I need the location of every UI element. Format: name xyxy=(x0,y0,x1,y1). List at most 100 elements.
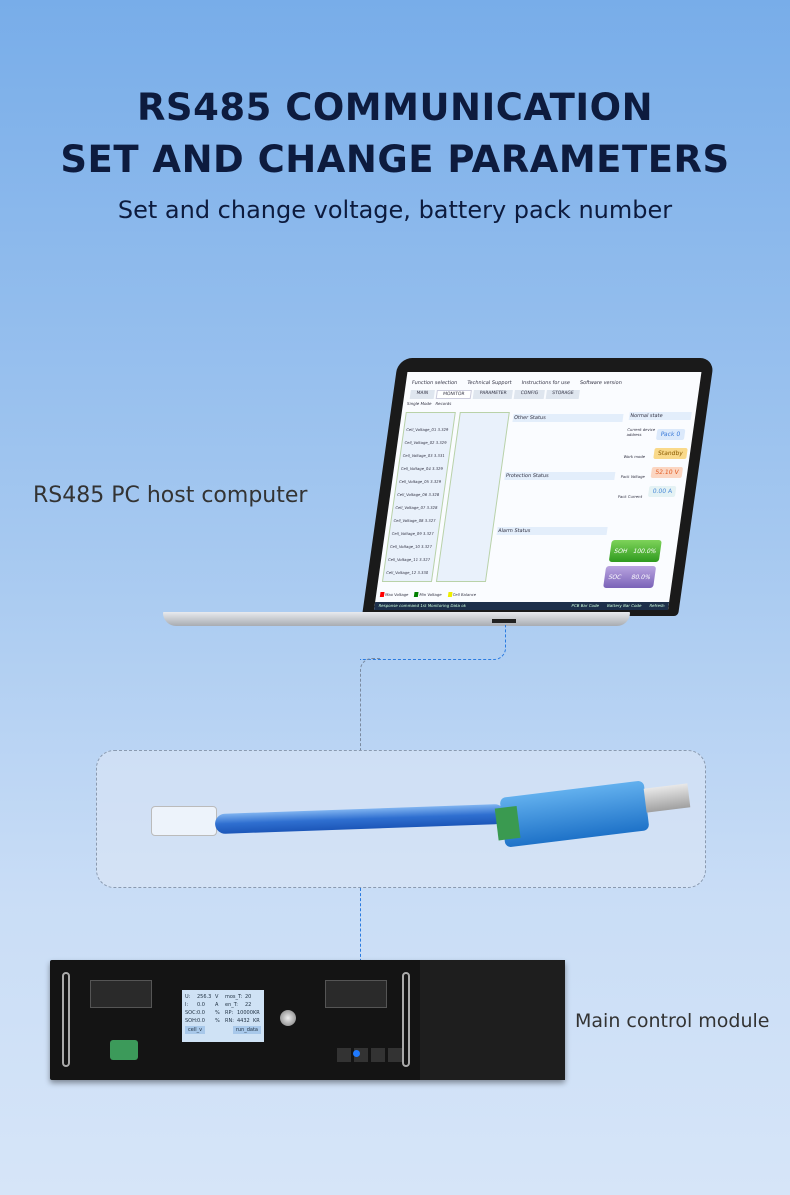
lcd-text: U: xyxy=(185,994,191,1000)
soh-label: SOH xyxy=(613,547,628,555)
lcd-text: I: xyxy=(185,1002,189,1008)
lcd-text: 0.0 xyxy=(197,1018,205,1024)
lcd-text: % xyxy=(215,1018,220,1024)
subtab-single[interactable]: Single Mode xyxy=(406,401,432,406)
cell-row: Cell_Voltage_10 3.327 xyxy=(389,544,433,549)
cell-row: Cell_Voltage_11 3.327 xyxy=(387,557,431,562)
lcd-text: 0.0 xyxy=(197,1010,205,1016)
refresh-button[interactable]: Refresh xyxy=(649,603,665,608)
comm-ports xyxy=(337,1048,407,1062)
lcd-text: en_T: xyxy=(225,1002,238,1008)
legend-max: Max Voltage xyxy=(379,592,409,597)
tab-monitor[interactable]: MONITOR xyxy=(435,390,473,399)
battery-barcode[interactable]: Battery Bar Code xyxy=(606,603,642,608)
lcd-text: KR xyxy=(253,1018,260,1024)
cell-row: Cell_Voltage_04 3.329 xyxy=(400,466,444,471)
subtitle: Set and change voltage, battery pack num… xyxy=(117,196,673,224)
other-status: Other Status xyxy=(512,414,624,422)
pc-label: RS485 PC host computer xyxy=(33,483,308,508)
lcd-text: 0.0 xyxy=(197,1002,205,1008)
lcd-text: V xyxy=(215,994,219,1000)
tab-storage[interactable]: STORAGE xyxy=(545,390,580,399)
lcd-text: RN: xyxy=(225,1018,234,1024)
lcd-text: RP: xyxy=(225,1010,234,1016)
rack-chassis-side xyxy=(420,960,565,1080)
title-line-2: SET AND CHANGE PARAMETERS xyxy=(60,138,730,181)
lcd-text: KR xyxy=(253,1010,260,1016)
soc-battery: SOC 80.0% xyxy=(603,566,657,588)
laptop-base xyxy=(163,612,630,626)
pack-current: 0.00 A xyxy=(647,486,677,497)
tab-parameter[interactable]: PARAMETER xyxy=(472,390,514,399)
main-control-module xyxy=(50,960,565,1080)
subtab-records[interactable]: Records xyxy=(435,401,452,406)
terminal-block xyxy=(90,980,152,1008)
soh-battery: SOH 100.0% xyxy=(608,540,662,562)
cell-row: Cell_Voltage_05 3.329 xyxy=(398,479,442,484)
lcd-text: 20 xyxy=(245,994,252,1000)
cell-row: Cell_Voltage_08 3.327 xyxy=(393,518,436,523)
pack-voltage: 52.10 V xyxy=(650,467,684,478)
legend-min: Min Voltage xyxy=(414,592,443,597)
run-data-button[interactable]: run_data xyxy=(232,1026,261,1034)
legend-balance: Cell Balance xyxy=(447,592,477,597)
menu-item[interactable]: Instructions for use xyxy=(521,380,571,386)
lcd-text: 10000 xyxy=(237,1010,253,1016)
lcd-text: 4432 xyxy=(237,1018,250,1024)
lcd-text: % xyxy=(215,1010,220,1016)
normal-state: Normal state xyxy=(628,412,692,420)
title-line-1: RS485 COMMUNICATION xyxy=(136,86,654,129)
cable-line xyxy=(360,658,380,750)
lcd-text: mos_T: xyxy=(225,994,243,1000)
lcd-text: SOC: xyxy=(185,1010,198,1016)
blue-cable xyxy=(214,803,506,835)
menu-item[interactable]: Function selection xyxy=(411,380,458,386)
soc-label: SOC xyxy=(608,573,622,581)
menu-item[interactable]: Technical Support xyxy=(466,380,512,386)
usb-rs485-cable-box xyxy=(96,750,706,888)
status-message: Response command 1st Monitoring Data ok xyxy=(378,603,467,608)
device-address: Pack 0 xyxy=(655,429,685,440)
usb-port xyxy=(492,619,516,623)
work-mode: Standby xyxy=(653,448,688,459)
power-button[interactable] xyxy=(280,1010,296,1026)
field-label: Pack Current xyxy=(617,494,643,499)
lcd-text: 22 xyxy=(245,1002,252,1008)
protection-status: Protection Status xyxy=(504,472,616,480)
rj45-port[interactable] xyxy=(388,1048,402,1062)
status-bar: Response command 1st Monitoring Data ok … xyxy=(374,602,670,610)
tab-config[interactable]: CONFIG xyxy=(513,390,545,399)
rj45-port[interactable] xyxy=(337,1048,351,1062)
cell-row: Cell_Voltage_01 3.329 xyxy=(406,427,449,432)
terminal-block xyxy=(325,980,387,1008)
terminal-block xyxy=(494,805,521,841)
field-label: Current device address xyxy=(626,427,656,437)
rack-handle[interactable] xyxy=(62,972,70,1067)
usb-adapter xyxy=(494,780,650,848)
lcd-text: SOH: xyxy=(185,1018,198,1024)
cable-line xyxy=(360,625,506,660)
cell-row: Cell_Voltage_03 3.331 xyxy=(402,453,446,458)
logo xyxy=(110,1040,138,1060)
field-label: Pack Voltage xyxy=(620,474,646,479)
soh-value: 100.0% xyxy=(632,547,657,555)
field-label: Work mode xyxy=(623,454,646,459)
tab-main[interactable]: MAIN xyxy=(409,390,435,399)
cell-row: Cell_Voltage_09 3.327 xyxy=(391,531,435,536)
lcd-text: 256.3 xyxy=(197,994,212,1000)
pcb-barcode[interactable]: PCB Bar Code xyxy=(571,603,600,608)
rj45-port[interactable] xyxy=(371,1048,385,1062)
laptop-screen: Function selection Technical Support Ins… xyxy=(374,372,702,610)
cell-row: Cell_Voltage_06 3.328 xyxy=(396,492,440,497)
rs485-port-marker xyxy=(353,1050,360,1057)
cell-row: Cell_Voltage_07 3.328 xyxy=(395,505,438,510)
soc-value: 80.0% xyxy=(631,573,652,581)
cell-row: Cell_Voltage_12 3.330 xyxy=(385,570,429,575)
cell-v-button[interactable]: cell_v xyxy=(185,1026,206,1034)
usb-plug xyxy=(643,783,691,813)
rack-handle[interactable] xyxy=(402,972,410,1067)
rj45-connector xyxy=(151,806,217,836)
menu-item[interactable]: Software version xyxy=(579,380,623,386)
cell-row: Cell_Voltage_02 3.329 xyxy=(404,440,447,445)
